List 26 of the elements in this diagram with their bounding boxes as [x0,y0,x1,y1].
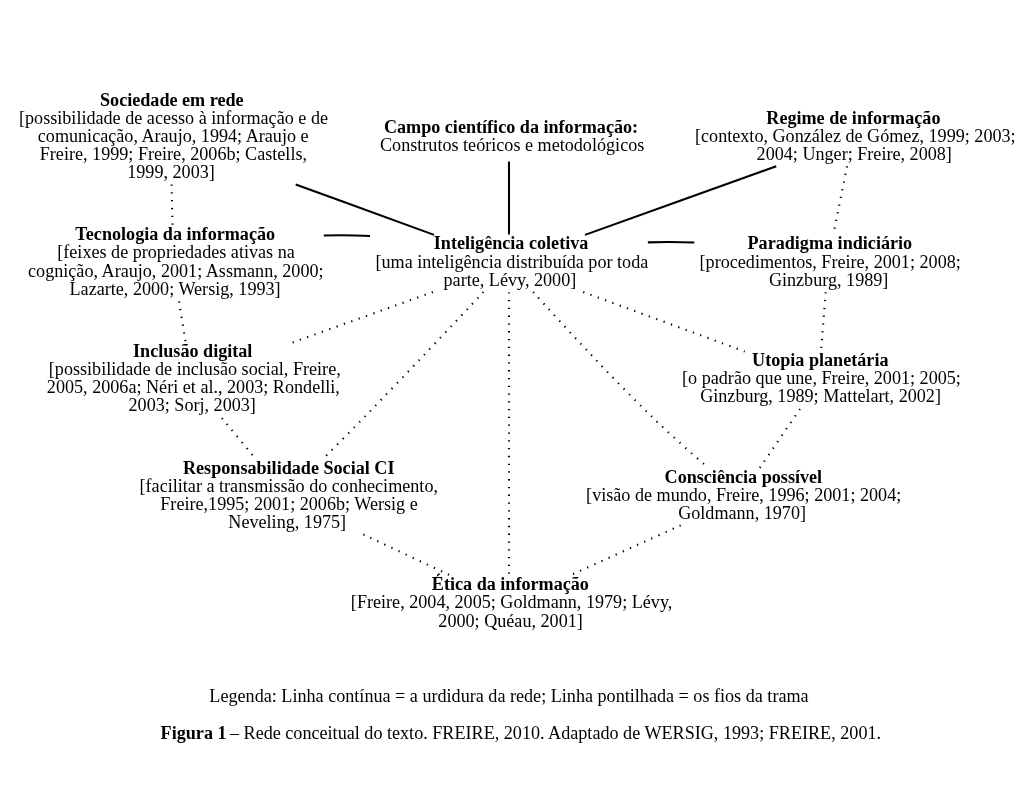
connector [507,291,511,575]
node-text: Inclusão digital [possibilidade de inclusão social, Freire, 2005, 2006a; Néri et al., 2003; Rondelli, 2003; Sorj, 2003] [46,340,341,415]
connector [584,164,777,236]
label: Legenda: Linha contínua = a urdidura da rede; Linha pontilhada = os fios da trama [209,685,809,706]
connector [178,300,187,342]
connector [362,533,452,577]
connector [170,183,174,226]
connector [758,407,801,469]
node-text: Inteligência coletiva [uma inteligência distribuída por toda parte, Lévy, 2000] [375,232,649,290]
connector [295,183,435,236]
node-text: Campo científico da informação: Construtos teóricos e metodológicos [380,116,645,155]
node-text: Regime de informação [contexto, González de Gómez, 1999; 2003; 2004; Unger; Freire, 2008] [695,107,1016,164]
caption: Figura 1 – Rede conceitual do texto. FREIRE, 2010. Adaptado de WERSIG, 1993; FREIRE, 2001. [160,722,882,743]
connector [292,290,434,343]
connector [647,240,695,244]
node-text: Sociedade em rede [possibilidade de acesso à informação e de comunicação, Araujo, 1994; Araujo e Freire, 1999; Freire, 2006b; Castells, 1999, 2003] [18,89,329,182]
node-text: Responsabilidade Social CI [facilitar a transmissão do conhecimento, Freire,1995; 2001; 2006b; Wersig e Neveling, 1975] [139,457,438,532]
connector [323,233,371,237]
node-text: Ética da informação [Freire, 2004, 2005; Goldmann, 1979; Lévy, 2000; Quéau, 2001] [350,573,673,631]
node-text: Tecnologia da informação [feixes de propriedades ativas na cognição, Araujo, 2001; Assmann, 2000; Lazarte, 2000; Wersig, 1993] [28,223,324,299]
node-text: Paradigma indiciário [procedimentos, Freire, 2001; 2008; Ginzburg, 1989] [699,232,961,290]
node-text: Utopia planetária [o padrão que une, Freire, 2001; 2005; Ginzburg, 1989; Mattelart, 2002] [682,349,961,406]
connector [819,291,827,351]
node-text: Consciência possível [visão de mundo, Freire, 1996; 2001; 2004; Goldmann, 1970] [586,466,902,523]
connector [507,161,511,234]
connector [582,290,746,352]
